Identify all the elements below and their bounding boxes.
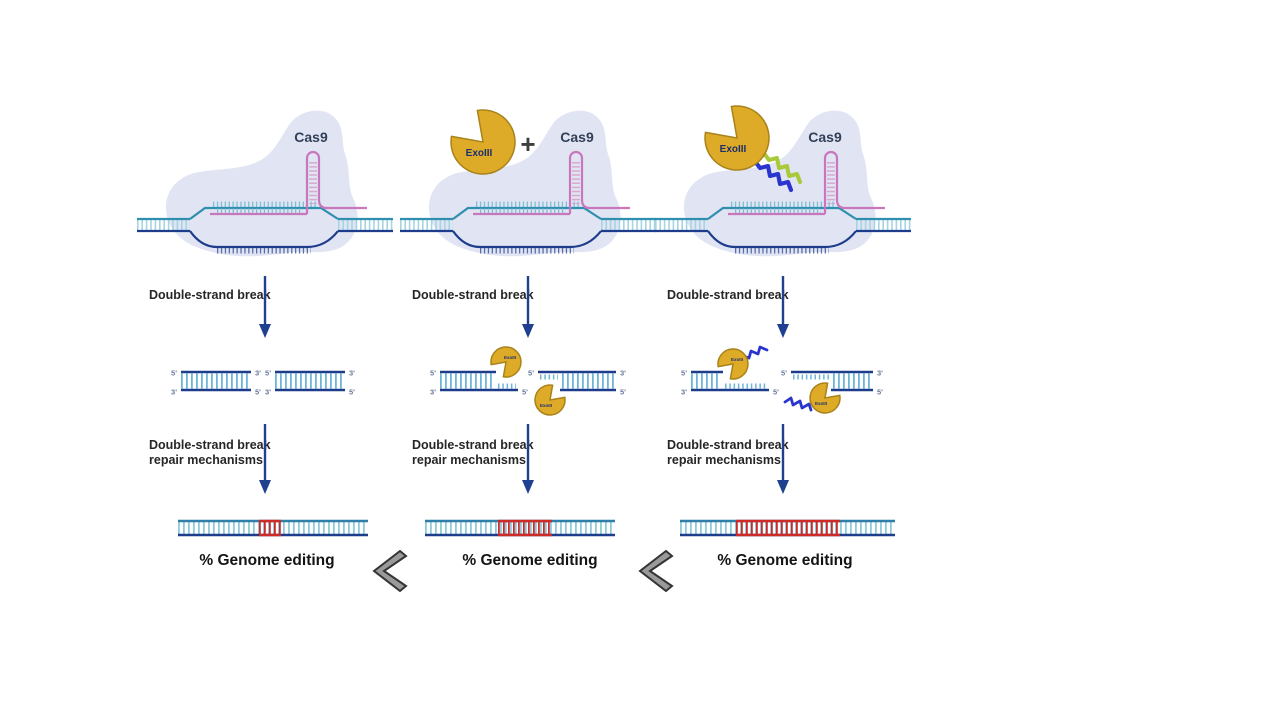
guide-rna-hairpin [823, 150, 885, 214]
down-arrow-icon [259, 424, 271, 494]
exoiii-enzyme: ExoIII [534, 384, 566, 416]
cas9-complex-graphic: Cas9 [137, 110, 393, 257]
exoiii-label: ExoIII [504, 355, 516, 360]
repair-label-line1: Double-strand break [412, 438, 534, 452]
dna-right-duplex [601, 217, 656, 233]
r-loop-bubble [707, 201, 857, 254]
down-arrow-icon [777, 424, 789, 494]
dna-fragment-right: 5' 3' 5' ExoIII [528, 369, 626, 416]
exoiii-linker [783, 396, 813, 412]
exoiii-label: ExoIII [731, 357, 743, 362]
panel-cas9-fused-exoiii: ExoIII Cas9 Double-strand break 5' 3' 5'… [653, 100, 917, 610]
repair-label: Double-strand break repair mechanisms [412, 438, 534, 468]
cas9-complex-graphic: ExoIII Cas9 [655, 105, 911, 257]
end-label: 5' [265, 369, 271, 378]
end-label: 3' [265, 388, 271, 397]
end-label: 3' [349, 369, 355, 378]
exoiii-linker [741, 345, 769, 360]
exoiii-enzyme: ExoIII [717, 348, 749, 380]
r-loop-bubble [452, 201, 602, 254]
repair-label-line2: repair mechanisms [667, 452, 781, 467]
dna-right-duplex [338, 217, 393, 233]
end-label: 5' [620, 388, 626, 397]
exoiii-label: ExoIII [540, 403, 552, 408]
dna-fragments-graphic: 5' 3' 5' ExoIII 5' 3' 5' ExoIII [430, 346, 626, 416]
cas9-label: Cas9 [560, 129, 594, 145]
down-arrow-icon [522, 276, 534, 338]
end-label: 5' [171, 369, 177, 378]
repair-label-line2: repair mechanisms [412, 452, 526, 467]
repair-label-line1: Double-strand break [667, 438, 789, 452]
dna-fragment-right: 5' 3' 3' 5' [265, 369, 355, 397]
end-label: 3' [430, 388, 436, 397]
exoiii-linker [751, 150, 802, 193]
dna-fragment-left: 5' 3' 5' ExoIII [681, 345, 779, 397]
dna-left-duplex [400, 217, 453, 233]
cas9-label: Cas9 [294, 129, 328, 145]
cas9-blob [165, 110, 358, 257]
down-arrow-icon [259, 276, 271, 338]
end-label: 3' [620, 369, 626, 378]
repair-label: Double-strand break repair mechanisms [149, 438, 271, 468]
down-arrow-icon [522, 424, 534, 494]
end-label: 5' [877, 388, 883, 397]
dna-left-duplex [137, 217, 190, 233]
dna-fragments-graphic: 5' 3' 5' ExoIII 5' 3' 5' [681, 345, 883, 414]
end-label: 3' [681, 388, 687, 397]
exoiii-label: ExoIII [815, 401, 827, 406]
dna-left-duplex [655, 217, 708, 233]
r-loop-bubble [189, 201, 339, 254]
cas9-label: Cas9 [808, 129, 842, 145]
end-label: 3' [255, 369, 261, 378]
exoiii-label: ExoIII [720, 144, 747, 155]
dsb-label: Double-strand break [412, 288, 534, 302]
end-label: 5' [781, 369, 787, 378]
exoiii-enzyme: ExoIII [809, 382, 841, 414]
repair-label-line1: Double-strand break [149, 438, 271, 452]
edited-region [736, 519, 840, 537]
genome-editing-label: % Genome editing [462, 552, 598, 569]
less-than-chevron-icon [638, 549, 674, 593]
dna-fragments-graphic: 5' 3' 3' 5' 5' 3' 3' 5' [171, 369, 355, 397]
repaired-dna-graphic [680, 519, 895, 537]
plus-sign: + [520, 129, 535, 159]
exoiii-label: ExoIII [466, 148, 493, 159]
exoiii-enzyme: ExoIII [704, 105, 770, 171]
exoiii-enzyme: ExoIII [490, 346, 522, 378]
end-label: 5' [773, 388, 779, 397]
guide-rna-hairpin [305, 150, 367, 214]
repair-label: Double-strand break repair mechanisms [667, 438, 789, 468]
less-than-chevron-icon [372, 549, 408, 593]
repair-label-line2: repair mechanisms [149, 452, 263, 467]
dna-fragment-left: 5' 3' 3' 5' [171, 369, 261, 397]
cas9-blob [428, 110, 621, 257]
end-label: 5' [255, 388, 261, 397]
panel-cas9-only: Cas9 Double-strand break 5' 3' 3' 5' 5' … [135, 100, 399, 610]
repaired-dna-graphic [425, 519, 615, 537]
panel-cas9-plus-free-exoiii: ExoIII + Cas9 Double-strand break 5' 3' … [398, 100, 662, 610]
dsb-label: Double-strand break [149, 288, 271, 302]
repaired-dna-graphic [178, 519, 368, 537]
cas9-complex-graphic: ExoIII + Cas9 [400, 109, 656, 257]
end-label: 3' [171, 388, 177, 397]
edited-region [498, 519, 552, 537]
end-label: 5' [430, 369, 436, 378]
dsb-label: Double-strand break [667, 288, 789, 302]
genome-editing-label: % Genome editing [199, 552, 335, 569]
genome-editing-label: % Genome editing [717, 552, 853, 569]
end-label: 5' [528, 369, 534, 378]
dna-fragment-right: 5' 3' 5' ExoIII [781, 369, 883, 414]
dna-right-duplex [856, 217, 911, 233]
end-label: 3' [877, 369, 883, 378]
exoiii-enzyme: ExoIII [450, 109, 516, 175]
dna-fragment-left: 5' 3' 5' ExoIII [430, 346, 528, 397]
end-label: 5' [681, 369, 687, 378]
guide-rna-hairpin [568, 150, 630, 214]
edited-region [259, 519, 281, 537]
down-arrow-icon [777, 276, 789, 338]
end-label: 5' [349, 388, 355, 397]
end-label: 5' [522, 388, 528, 397]
